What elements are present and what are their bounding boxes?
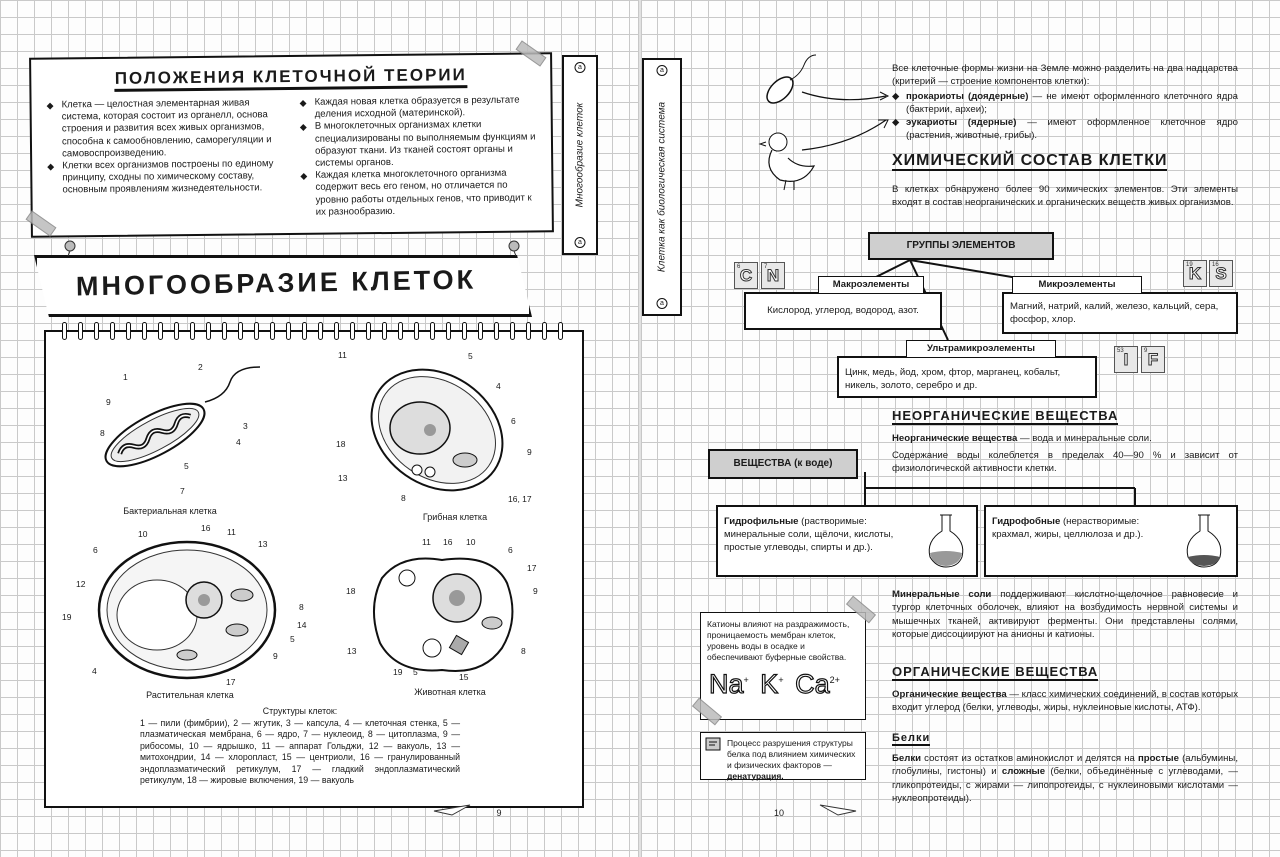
element-groups-box: ГРУППЫ ЭЛЕМЕНТОВ [868,232,1054,260]
notebook-rings [44,322,584,340]
chem-paragraph: В клетках обнаружено более 90 химических… [892,184,1238,209]
flask-icon [928,514,964,568]
theory-column-2: Каждая новая клетка образуется в результ… [299,94,539,219]
theory-item: Каждая клетка многоклеточного организма … [300,168,539,219]
organic-title: ОРГАНИЧЕСКИЕ ВЕЩЕСТВА [892,664,1099,681]
pin-note-icon [705,737,721,751]
eukaryotes-item: ◆эукариоты (ядерные) — имеют оформленное… [892,117,1238,142]
caption-animal: Животная клетка [414,687,486,697]
side-tab-label: Клетка как биологическая система [656,101,668,273]
bacterial-cell-illustration [104,366,261,468]
paper-plane-icon [433,804,471,816]
macro-box: Кислород, углерод, водород, азот. [744,292,942,330]
cell-theory-title: ПОЛОЖЕНИЯ КЛЕТОЧНОЙ ТЕОРИИ [31,64,550,92]
hydrophilic-box: Гидрофильные (растворимые: минеральные с… [716,505,978,577]
mineral-salts-paragraph: Минеральные соли поддерживают кислотно-щ… [892,589,1238,641]
inorganic-title: НЕОРГАНИЧЕСКИЕ ВЕЩЕСТВА [892,408,1119,425]
right-page: a Клетка как биологическая система a Все… [640,0,1280,857]
legend-text: 1 — пили (фимбрии), 2 — жгутик, 3 — капс… [140,717,460,786]
pin-icon [64,240,76,256]
ultra-box: Цинк, медь, йод, хром, фтор, марганец, к… [837,356,1097,398]
book-spine [638,0,642,857]
macro-label: Макроэлементы [818,276,924,294]
water-paragraph: Содержание воды колеблется в пределах 40… [892,450,1238,475]
side-tab-biosystem: a Клетка как биологическая система a [642,58,682,316]
cations-note: Катионы влияют на раздражимость, проница… [700,612,866,720]
theory-column-1: Клетка — целостная элементарная живая си… [47,97,287,222]
theory-item: Каждая новая клетка образуется в результ… [299,94,538,121]
left-page: ПОЛОЖЕНИЯ КЛЕТОЧНОЙ ТЕОРИИ Клетка — цело… [0,0,640,857]
paper-plane-icon [819,804,857,816]
intro-paragraph: Все клеточные формы жизни на Земле можно… [892,63,1238,88]
cell-theory-box: ПОЛОЖЕНИЯ КЛЕТОЧНОЙ ТЕОРИИ Клетка — цело… [29,52,554,238]
hydrophobic-box: Гидрофобные (нерастворимые: крахмал, жир… [984,505,1238,577]
micro-box: Магний, натрий, калий, железо, кальций, … [1002,292,1238,334]
inorganic-definition: Неорганические вещества — вода и минерал… [892,433,1152,444]
theory-item: Клетка — целостная элементарная живая си… [47,97,287,161]
ultra-label: Ультрамикроэлементы [906,340,1056,358]
side-tab-diversity: a Многообразие клеток a [562,55,598,255]
organic-definition: Органические вещества — класс химических… [892,689,1238,714]
legend-title: Структуры клеток: [262,706,338,716]
fungal-cell-illustration [370,368,504,492]
theory-item: В многоклеточных организмах клетки специ… [300,119,539,170]
theory-item: Клетки всех организмов построены по един… [47,158,286,197]
page-number-right: 10 [773,808,784,818]
duck-sketch-icon [758,132,816,191]
animal-cell-illustration [372,557,514,672]
plant-cell-illustration [97,540,277,680]
banner-background [34,255,532,317]
side-tab-label: Многообразие клеток [574,102,586,208]
chem-title: ХИМИЧЕСКИЙ СОСТАВ КЛЕТКИ [892,152,1168,171]
pin-icon [508,240,520,256]
caption-bacterial: Бактериальная клетка [123,506,217,516]
substances-box: ВЕЩЕСТВА (к воде) [708,449,858,479]
proteins-title: Белки [892,732,931,746]
micro-label: Микроэлементы [1012,276,1142,294]
caption-plant: Растительная клетка [146,690,234,700]
caption-fungal: Грибная клетка [422,512,488,522]
prokaryotes-item: ◆прокариоты (доядерные) — не имеют оформ… [892,91,1238,116]
denaturation-note: Процесс разрушения структуры белка под в… [700,732,866,781]
bacterium-sketch-icon [766,54,817,104]
page-number-left: 9 [496,808,502,818]
flask-icon [1186,514,1222,568]
cell-structures-legend: Структуры клеток: 1 — пили (фимбрии), 2 … [140,706,460,787]
arrows [801,91,890,151]
proteins-paragraph: Белки состоят из остатков аминокислот и … [892,753,1239,805]
substances-connectors [864,472,1136,506]
